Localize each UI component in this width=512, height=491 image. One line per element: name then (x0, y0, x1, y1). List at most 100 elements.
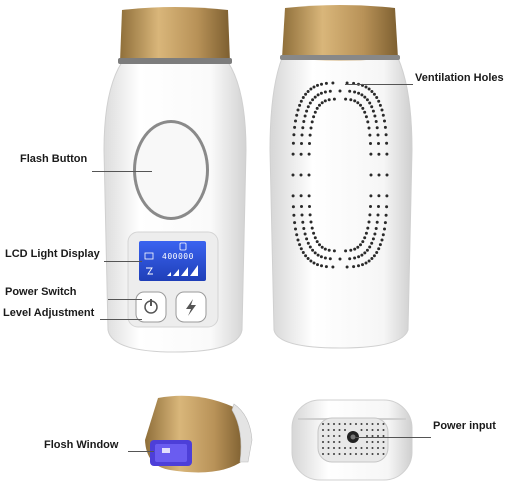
vent-hole (312, 231, 316, 235)
grille-hole (360, 453, 363, 455)
grille-hole (327, 441, 330, 443)
vent-hole (313, 110, 317, 114)
vent-hole (367, 87, 371, 91)
vent-hole (320, 101, 324, 105)
vent-hole (323, 247, 327, 251)
vent-hole (377, 142, 380, 145)
grille-hole (355, 453, 357, 455)
vent-hole (313, 95, 317, 99)
vent-hole (368, 133, 372, 137)
grille-hole (377, 441, 379, 443)
label-power-input: Power input (433, 420, 496, 432)
vent-hole (373, 114, 377, 118)
vent-hole (304, 92, 308, 96)
vent-hole (357, 264, 360, 268)
vent-hole (299, 99, 303, 103)
vent-hole (364, 231, 368, 235)
vent-hole (345, 81, 349, 85)
grille-hole (382, 441, 385, 443)
grille-hole (349, 423, 352, 425)
vent-hole (306, 90, 310, 93)
leader-level (100, 319, 142, 320)
vent-hole (307, 152, 311, 156)
front-gold-cap (120, 7, 230, 64)
vent-hole (365, 98, 369, 102)
lcd-screen (139, 241, 206, 281)
vent-hole (383, 125, 387, 129)
vent-hole (378, 103, 382, 107)
grille-hole (360, 429, 363, 431)
grille-hole (355, 423, 357, 425)
vent-hole (383, 227, 386, 231)
vent-hole (301, 251, 305, 254)
vent-hole (364, 261, 368, 265)
vent-hole (320, 82, 323, 86)
vent-hole (316, 253, 320, 257)
grille-hole (322, 441, 324, 443)
back-gold-cap (282, 5, 398, 61)
vent-hole (369, 194, 373, 198)
lcd-count: 400000 (162, 252, 194, 261)
leader-power-input (355, 437, 431, 438)
leader-power-switch (108, 299, 142, 300)
vent-hole (368, 101, 372, 105)
vent-hole (348, 257, 352, 261)
label-lcd-display: LCD Light Display (5, 248, 100, 260)
grille-hole (366, 429, 368, 431)
vent-hole (324, 81, 328, 85)
vent-hole (368, 245, 372, 249)
label-level-adjustment: Level Adjustment (3, 307, 95, 319)
vent-hole (303, 114, 307, 118)
vent-hole (313, 236, 317, 240)
vent-hole (383, 119, 386, 123)
vent-hole (299, 152, 303, 156)
vent-hole (305, 237, 309, 241)
bottom-vent-holes (322, 423, 385, 455)
vent-hole (338, 89, 342, 93)
vent-hole (357, 91, 361, 95)
vent-hole (353, 99, 357, 103)
grille-hole (333, 429, 335, 431)
vent-hole (363, 95, 367, 99)
vent-hole (360, 93, 364, 97)
vent-hole (377, 173, 381, 177)
vent-hole (307, 194, 311, 198)
vent-hole (299, 173, 303, 177)
vent-hole (299, 194, 303, 198)
grille-hole (349, 453, 352, 455)
vent-hole (300, 133, 304, 137)
grille-hole (322, 429, 324, 431)
grille-hole (371, 447, 374, 449)
ventilation-holes (291, 81, 389, 269)
grille-hole (322, 435, 324, 437)
vent-hole (385, 194, 389, 198)
vent-hole (369, 142, 372, 145)
vent-hole (369, 152, 373, 156)
vent-hole (300, 142, 303, 145)
vent-hole (377, 152, 381, 156)
vent-hole (292, 133, 296, 137)
grille-hole (371, 441, 374, 443)
vent-hole (294, 227, 297, 231)
grille-hole (349, 447, 352, 449)
vent-hole (353, 247, 357, 251)
vent-hole (296, 108, 300, 112)
vent-hole (378, 243, 382, 247)
vent-hole (303, 232, 307, 236)
vent-hole (338, 257, 342, 261)
vent-hole (371, 237, 375, 241)
vent-hole (315, 240, 319, 244)
vent-hole (308, 101, 312, 105)
vent-hole (367, 220, 371, 224)
grille-hole (382, 447, 385, 449)
vent-hole (300, 205, 303, 208)
vent-hole (306, 241, 310, 245)
vent-hole (363, 110, 367, 114)
vent-hole (352, 265, 356, 269)
grille-hole (360, 423, 363, 425)
label-power-switch: Power Switch (5, 286, 77, 298)
vent-hole (319, 255, 323, 259)
vent-hole (310, 120, 314, 124)
grille-hole (377, 423, 379, 425)
vent-hole (323, 256, 327, 260)
